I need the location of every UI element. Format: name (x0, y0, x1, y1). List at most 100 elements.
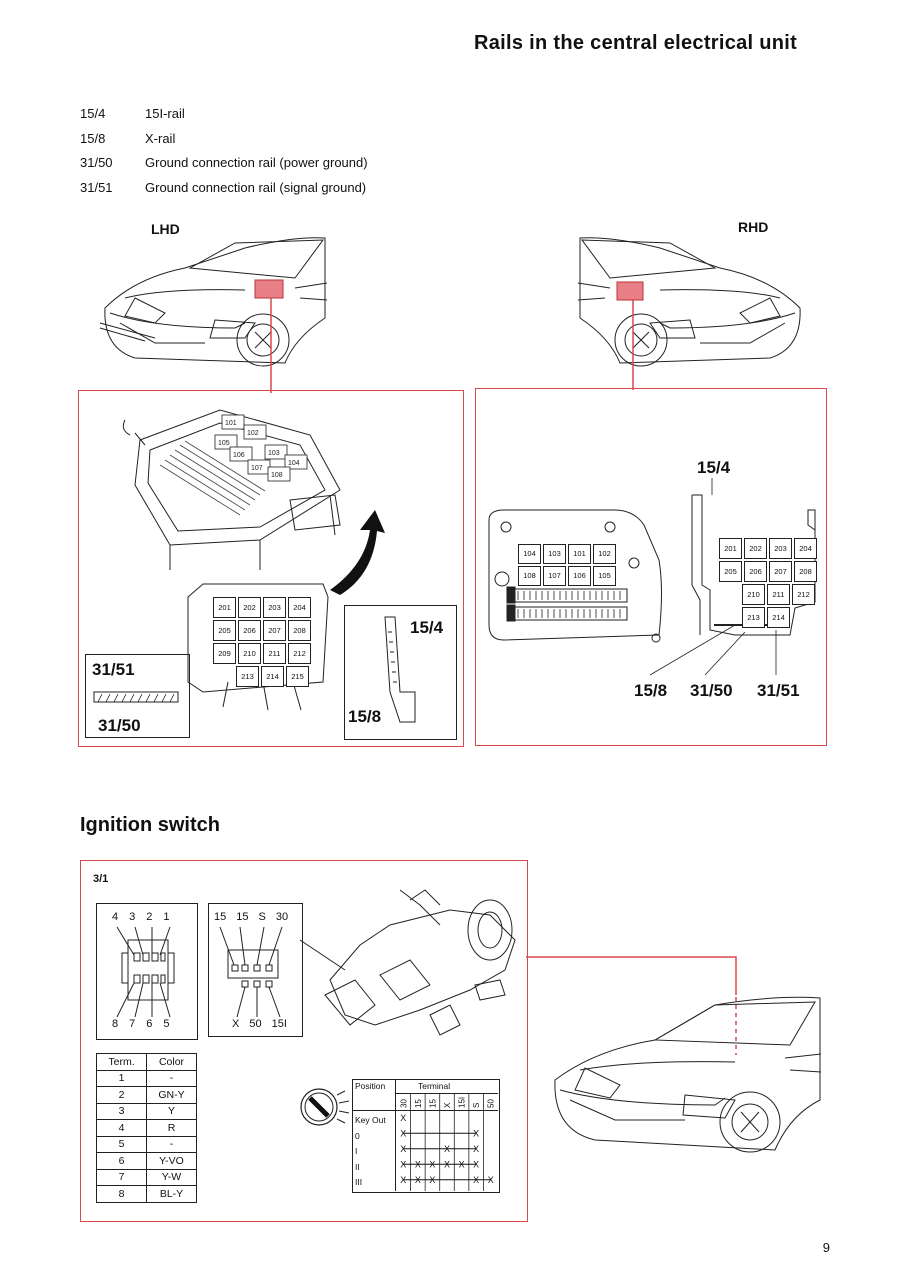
connection-mark: X (473, 1175, 479, 1185)
fuse-cell: 202 (238, 597, 261, 618)
legend-desc: Ground connection rail (signal ground) (145, 179, 367, 195)
fuse-cell: 210 (742, 584, 765, 605)
connector-a-top-pins: 4 3 2 1 (112, 911, 170, 923)
position-label: Key Out (355, 1115, 386, 1125)
rotate-arrow-icon (330, 510, 385, 595)
connection-mark: X (415, 1159, 421, 1169)
connector-b-top-pins: 15 15 S 30 (214, 911, 288, 923)
pin-label: 15 (214, 911, 227, 923)
terminal-label: 30 (399, 1099, 408, 1108)
ignition-switch-drawing (299, 889, 516, 1036)
pin-label: 3 (129, 911, 136, 923)
terminal-label: S (472, 1103, 481, 1108)
color-cell: GN-Y (146, 1086, 197, 1104)
terminal-label: 15 (414, 1099, 423, 1108)
rhd-unit-highlight (616, 281, 644, 301)
pin-label: 15I (271, 1018, 287, 1030)
pin-label: 6 (146, 1018, 153, 1030)
rhd-relay-housing (488, 509, 662, 643)
position-label: 0 (355, 1130, 360, 1141)
legend-desc: Ground connection rail (power ground) (145, 155, 368, 170)
relay-label: 101 (225, 420, 237, 427)
column-header: Term. (96, 1053, 147, 1071)
term-cell: 8 (96, 1185, 147, 1203)
color-cell: - (146, 1069, 197, 1087)
position-label: I (355, 1146, 358, 1156)
connection-mark: X (400, 1113, 406, 1123)
relay-cell: 104 (518, 544, 541, 564)
fuse-cell: 212 (792, 584, 815, 605)
pin-label: 2 (146, 911, 153, 923)
terminal-header: Terminal (418, 1081, 451, 1091)
page-number: 9 (822, 1240, 830, 1255)
position-labels: Key Out 0 I II III (355, 1113, 386, 1191)
lhd-central-unit-drawing: 101 102 103 104 105 106 107 108 (122, 409, 341, 570)
pin-label: 1 (163, 911, 170, 923)
lhd-heading: LHD (151, 221, 180, 237)
relay-label: 102 (247, 430, 259, 437)
relay-cell: 102 (593, 544, 616, 564)
lhd-label-31-50: 31/50 (98, 716, 141, 735)
rhd-heading: RHD (738, 219, 769, 235)
term-cell: 3 (96, 1102, 147, 1120)
relay-cell: 108 (518, 566, 541, 586)
position-table (352, 1079, 500, 1193)
rail-15-4-drawing (384, 616, 416, 723)
ignition-frame (80, 860, 528, 1222)
terminal-label: 15 (428, 1099, 437, 1108)
key-position-dial-icon (300, 1088, 350, 1126)
lhd-label-15-8: 15/8 (348, 707, 382, 726)
connector-a-frame (96, 903, 198, 1040)
connector-a-drawing (116, 926, 175, 1018)
color-cell: Y-VO (146, 1152, 197, 1170)
terminal-label: 50 (487, 1099, 496, 1108)
component-id: 3/1 (93, 873, 109, 885)
fuse-cell: 205 (719, 561, 742, 582)
fuse-cell: 211 (263, 643, 286, 664)
relay-label: 103 (268, 450, 280, 457)
term-cell: 5 (96, 1135, 147, 1153)
term-cell: 1 (96, 1069, 147, 1087)
column-header: Color (146, 1053, 197, 1071)
lhd-fuse-grid: 201 202 203 204 205 206 207 208 209 210 … (212, 596, 312, 688)
connector-a-bottom-pins: 8 7 6 5 (112, 1018, 170, 1030)
fuse-cell: 203 (769, 538, 792, 559)
relay-cell: 103 (543, 544, 566, 564)
table-row: 5- (96, 1135, 197, 1153)
position-header: Position (355, 1081, 386, 1091)
fuse-cell: 202 (744, 538, 767, 559)
fuse-cell: 206 (238, 620, 261, 641)
fuse-cell: 206 (744, 561, 767, 582)
rhd-relay-grid: 104 103 101 102 108 107 106 105 (517, 543, 617, 587)
term-cell: 2 (96, 1086, 147, 1104)
lhd-label-15-4: 15/4 (410, 618, 444, 637)
pin-label: 30 (275, 911, 289, 923)
pin-label: 8 (112, 1018, 119, 1030)
page-title: Rails in the central electrical unit (474, 32, 798, 54)
ignition-callout-line (526, 956, 737, 1055)
fuse-cell: 204 (288, 597, 311, 618)
connection-mark: X (473, 1128, 479, 1138)
pin-label: X (232, 1018, 240, 1030)
fuse-cell: 208 (794, 561, 817, 582)
rhd-fuse-grid: 201 202 203 204 205 206 207 208 210 211 … (718, 537, 818, 629)
connection-mark: X (400, 1175, 406, 1185)
color-cell: Y-W (146, 1168, 197, 1186)
relay-cell: 105 (593, 566, 616, 586)
legend-desc: 15I-rail (145, 106, 185, 121)
terminal-header-divider (396, 1093, 498, 1094)
fuse-cell: 209 (213, 643, 236, 664)
fuse-cell: 215 (286, 666, 309, 687)
legend-code: 15/8 (80, 130, 106, 146)
term-cell: 7 (96, 1168, 147, 1186)
fuse-cell: 214 (261, 666, 284, 687)
